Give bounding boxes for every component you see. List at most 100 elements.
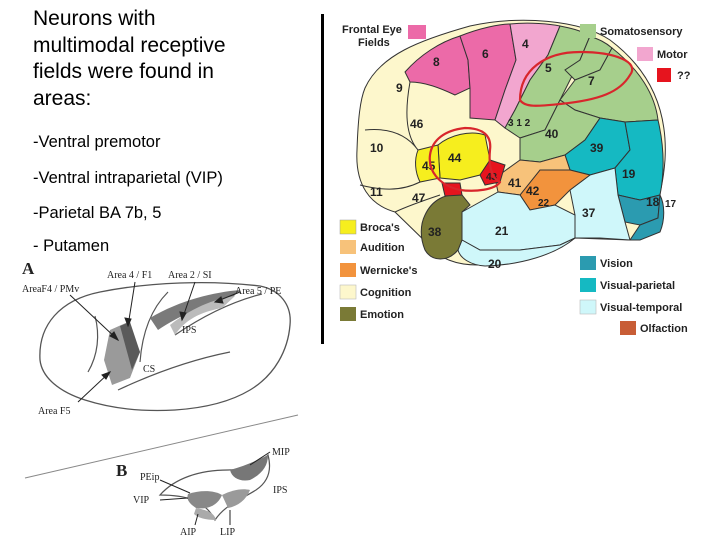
area-label: 21 [495, 224, 509, 238]
legend-label: Somatosensory [600, 26, 683, 38]
central-sulcus [139, 291, 169, 363]
monkey-diagram: A AreaF4 / PMv Area 4 / F1 Ar [22, 259, 299, 538]
area-label: 22 [538, 198, 550, 209]
legend-swatch-motor [637, 47, 653, 61]
area-label: 43 [486, 172, 498, 183]
legend-swatch-visual-parietal [580, 278, 596, 292]
legend-swatch-somatosensory [580, 24, 596, 38]
area-label: 20 [488, 257, 502, 271]
aip-region [194, 508, 216, 520]
legend-swatch-wernicke [340, 263, 356, 277]
bullet-vip: -Ventral intraparietal (VIP) [33, 169, 223, 187]
legend-swatch-emotion [340, 307, 356, 321]
legend-swatch-frontal-eye [408, 25, 426, 39]
brain-map: 4 6 8 9 5 7 46 3 1 2 40 10 39 45 44 43 4… [339, 19, 691, 335]
area-label: 18 [646, 195, 660, 209]
label-ips-b: IPS [273, 485, 287, 496]
area-label: 19 [622, 167, 636, 181]
legend-swatch-cognition [339, 284, 357, 300]
mip-region [230, 455, 268, 481]
arcuate-sulcus [87, 315, 99, 373]
arrows-a [69, 281, 241, 403]
area-label: 40 [545, 127, 559, 141]
legend-bottom-right: Vision Visual-parietal Visual-temporal O… [579, 256, 688, 335]
slide-text: Neurons with multimodal receptive fields… [33, 6, 303, 255]
label-mip: MIP [272, 447, 290, 458]
heading-line: multimodal receptive [33, 33, 226, 57]
region-area-20 [457, 237, 576, 267]
label-vip: VIP [133, 495, 150, 506]
legend-label: Cognition [360, 287, 412, 299]
area-label: 39 [590, 141, 604, 155]
area-label: 5 [545, 61, 552, 75]
area-label: 6 [482, 47, 489, 61]
legend-label: Visual-temporal [600, 302, 682, 314]
area-label: 37 [582, 206, 596, 220]
lip-region [222, 489, 250, 508]
label-cs: CS [143, 364, 155, 375]
region-area-6 [459, 23, 517, 121]
region-boundaries [359, 81, 441, 213]
legend-swatch-vision [580, 256, 596, 270]
area-si-region [170, 296, 235, 335]
label-lip: LIP [220, 527, 235, 538]
area-f1-region [120, 322, 140, 370]
area-label: 47 [412, 191, 426, 205]
panel-label-b: B [116, 461, 127, 480]
panel-label-a: A [22, 259, 35, 278]
intraparietal-sulcus [174, 293, 263, 336]
panel-separator [24, 414, 299, 479]
label-area-4: Area 4 / F1 [107, 270, 152, 281]
region-area-38 [420, 194, 471, 260]
legend-swatch-olfaction [620, 321, 636, 335]
region-area-17 [629, 193, 665, 241]
legend-label: Wernicke's [360, 265, 417, 277]
label-area-f4: AreaF4 / PMv [22, 284, 79, 295]
heading: Neurons with multimodal receptive fields… [33, 6, 303, 112]
legend-swatch-unknown [657, 68, 671, 82]
legend-label: Audition [360, 242, 405, 254]
bullet-putamen: - Putamen [33, 237, 110, 255]
heading-line: Neurons with [33, 7, 156, 30]
bullet-parietal: -Parietal BA 7b, 5 [33, 204, 162, 222]
bullet-ventral-premotor: -Ventral premotor [33, 133, 161, 151]
red-annotations [428, 50, 634, 192]
legend-label: Vision [600, 258, 633, 270]
divider-line [321, 14, 324, 344]
area-label: 17 [665, 199, 677, 210]
heading-line: areas: [33, 86, 92, 110]
red-circle-premotor [428, 126, 502, 192]
heading-line: fields were found in [33, 60, 214, 83]
label-aip: AIP [180, 527, 197, 538]
legend-label: Emotion [360, 309, 404, 321]
region-area-44 [437, 132, 491, 181]
area-label: 9 [396, 81, 403, 95]
legend-swatch-broca [339, 219, 357, 235]
legend-label: Visual-parietal [600, 280, 675, 292]
area-label: 8 [433, 55, 440, 69]
legend-bottom-left: Broca's Audition Wernicke's Cognition Em… [339, 219, 417, 321]
lateral-sulcus [117, 351, 231, 391]
area-label: 11 [370, 185, 383, 199]
area-label: 41 [508, 176, 522, 190]
label-ips-a: IPS [182, 325, 196, 336]
label-area-5: Area 5 / PE [235, 286, 281, 297]
label-area-2: Area 2 / SI [168, 270, 212, 281]
area-label: 10 [370, 141, 384, 155]
area-label: 38 [428, 225, 442, 239]
legend-swatch-audition [340, 240, 356, 254]
area-label: 4 [522, 37, 529, 51]
legend-label: Frontal Eye [342, 24, 402, 36]
legend-label: Broca's [360, 222, 400, 234]
area-label: 42 [526, 184, 540, 198]
area-label: 3 1 2 [508, 118, 531, 129]
arrows-b [159, 451, 271, 526]
vip-region [187, 491, 222, 509]
area-label: 44 [448, 151, 462, 165]
legend-label: Fields [358, 37, 390, 49]
red-circle-parietal [518, 50, 634, 107]
area-label: 7 [588, 74, 595, 88]
legend-label: ?? [677, 70, 691, 82]
legend-label: Olfaction [640, 323, 688, 335]
legend-top: Frontal Eye Fields Somatosensory Motor ?… [342, 24, 691, 82]
